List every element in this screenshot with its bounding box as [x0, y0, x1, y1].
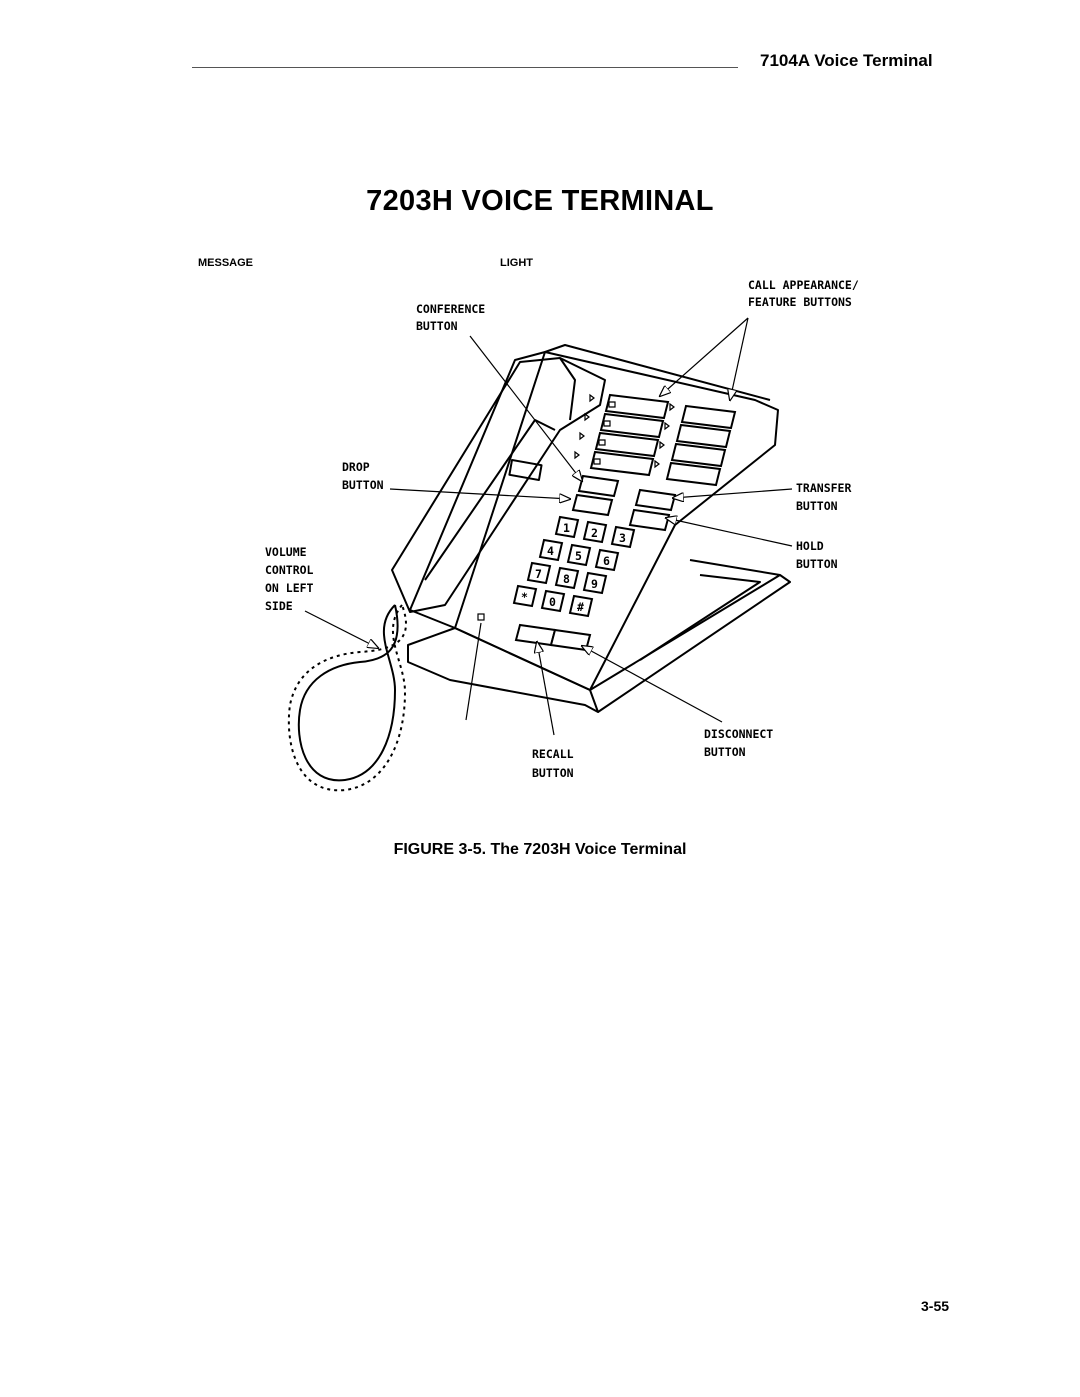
feature-buttons [589, 393, 737, 487]
key-label-2: 2 [591, 526, 598, 540]
volume-label-4: SIDE [265, 599, 293, 613]
recall-label-1: RECALL [532, 747, 574, 761]
hold-button [628, 508, 671, 532]
key-label-1: 1 [563, 521, 570, 535]
keypad-keys [512, 515, 636, 618]
key-3 [610, 525, 636, 549]
transfer-button [634, 488, 677, 512]
hold-leader [666, 518, 793, 547]
key-4 [538, 538, 564, 562]
key-label-9: 9 [591, 577, 598, 591]
key-8 [554, 566, 580, 590]
call-appearance-leader-1 [660, 317, 749, 396]
key-9 [582, 571, 608, 595]
call-appearance-label-2: FEATURE BUTTONS [748, 295, 852, 309]
conference-label-2: BUTTON [416, 319, 458, 333]
key-label-5: 5 [575, 549, 582, 563]
indicator-lights [574, 393, 675, 469]
hold-label-1: HOLD [796, 539, 824, 553]
disconnect-label-2: BUTTON [704, 745, 746, 759]
key-label-0: 0 [549, 595, 556, 609]
phone-body [454, 351, 779, 691]
hold-label-2: BUTTON [796, 557, 838, 571]
key-0 [540, 589, 566, 613]
key-2 [582, 520, 608, 544]
coiled-cord [287, 604, 407, 792]
volume-leader [304, 610, 378, 648]
dial-keypad: 1 2 3 4 5 6 7 8 9 * 0 # [512, 515, 636, 618]
telephone-figure: 1 2 3 4 5 6 7 8 9 * 0 # CALL APP [250, 270, 900, 800]
page-title: 7203H VOICE TERMINAL [366, 185, 714, 217]
volume-label-2: CONTROL [265, 563, 314, 577]
handset [391, 357, 606, 613]
key-6 [594, 548, 620, 572]
key-label-8: 8 [563, 572, 570, 586]
key-label-hash: # [577, 600, 584, 614]
key-label-4: 4 [547, 544, 554, 558]
message-light [477, 613, 485, 621]
drop-button [571, 493, 614, 517]
drop-leader [389, 488, 570, 499]
header-rule [192, 67, 738, 68]
transfer-label-1: TRANSFER [796, 481, 851, 495]
key-label-6: 6 [603, 554, 610, 568]
recall-label-2: BUTTON [532, 766, 574, 780]
message-subhead: MESSAGE [198, 257, 254, 269]
page-number: 3-55 [921, 1298, 950, 1314]
recall-leader [537, 642, 555, 736]
disconnect-leader [582, 646, 723, 723]
call-appearance-leader-2 [730, 317, 749, 400]
key-1 [554, 515, 580, 539]
stand [639, 559, 781, 661]
section-title: 7104A Voice Terminal [760, 51, 933, 70]
disconnect-label-1: DISCONNECT [704, 727, 773, 741]
key-label-7: 7 [535, 567, 542, 581]
key-star [512, 584, 538, 608]
volume-label-1: VOLUME [265, 545, 307, 559]
figure-caption: FIGURE 3-5. The 7203H Voice Terminal [393, 841, 687, 858]
drop-label-1: DROP [342, 460, 370, 474]
conference-label-1: CONFERENCE [416, 302, 485, 316]
key-label-3: 3 [619, 531, 626, 545]
message-light-leader [465, 622, 482, 721]
transfer-leader [673, 488, 793, 498]
key-hash [568, 594, 594, 618]
call-appearance-label-1: CALL APPEARANCE/ [748, 278, 859, 292]
conference-leader [469, 335, 582, 481]
key-5 [566, 543, 592, 567]
volume-label-3: ON LEFT [265, 581, 314, 595]
key-label-star: * [521, 590, 528, 604]
telephone-illustration: 1 2 3 4 5 6 7 8 9 * 0 # CALL APP [265, 278, 859, 792]
key-7 [526, 561, 552, 585]
recall-button [514, 623, 557, 647]
drop-label-2: BUTTON [342, 478, 384, 492]
light-subhead: LIGHT [500, 257, 533, 269]
transfer-label-2: BUTTON [796, 499, 838, 513]
conference-button [577, 474, 620, 498]
